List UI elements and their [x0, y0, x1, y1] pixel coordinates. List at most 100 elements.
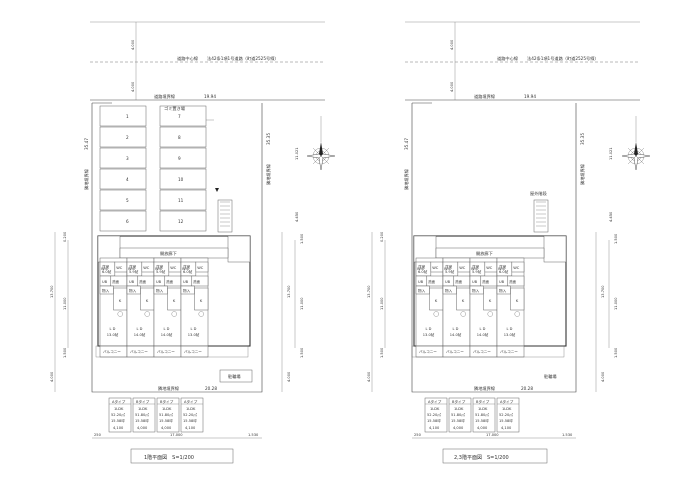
adj-right-label: 隣地境界線 — [579, 163, 586, 185]
balcony-label: バルコニー — [500, 350, 518, 354]
wc-label: WC — [432, 266, 439, 270]
room-size: 5.9帖 — [129, 269, 139, 274]
type-label: Aタイプ — [500, 399, 514, 404]
tsubo-label: 15.58坪 — [427, 418, 441, 423]
dim-road-top: 4.000 — [131, 39, 135, 50]
dim-left-d: 4.000 — [50, 371, 54, 382]
bike-label: 駐輪場 — [544, 373, 557, 380]
dim-north: 11.021 — [609, 147, 613, 160]
room-label: 洋室 — [183, 264, 191, 269]
adj-left-label: 隣地境界線 — [403, 168, 410, 190]
tsubo-label: 15.58坪 — [183, 418, 197, 423]
dim-north: 11.021 — [295, 147, 299, 160]
wic-label: WIC — [444, 267, 452, 271]
dim-left-b: 11.000 — [380, 297, 384, 310]
dim-right-b: 11.000 — [300, 297, 304, 310]
parking-stall: 11 — [159, 189, 207, 211]
dim-left-c: 1.500 — [380, 347, 384, 358]
type-label: Aタイプ — [184, 399, 198, 404]
parking-stall: 4 — [99, 168, 147, 190]
parking-stall: 1 — [99, 105, 147, 127]
area-label: 51.80㎡ — [451, 412, 465, 417]
road-area: 4.000 4.000 道路中心線 法42条1項1号道路（町道2525号線） 道… — [405, 21, 640, 101]
parking-number: 12 — [178, 219, 184, 224]
adj-right-label: 隣地境界線 — [265, 163, 272, 185]
ldk-label: L D — [425, 327, 431, 331]
ub-label: UB — [472, 280, 478, 284]
unit-table: Aタイプ1LDK52.20㎡15.58坪4,100Bタイプ1LDK51.80㎡1… — [424, 397, 520, 433]
parking-number: 7 — [178, 114, 181, 119]
parking-stall: 6 — [99, 210, 147, 232]
wc-label: WC — [197, 266, 204, 270]
parking-stall: 3 — [99, 147, 147, 169]
plan-label: 1LDK — [430, 407, 440, 411]
parking-number: 2 — [126, 135, 129, 140]
room-label: 洋室 — [418, 264, 426, 269]
balcony-label: バルコニー — [157, 350, 175, 354]
plan-label: 1LDK — [138, 407, 148, 411]
room-label: 洋室 — [472, 264, 480, 269]
parking-stall: 2 — [99, 126, 147, 148]
kitchen-label: K — [119, 299, 122, 303]
dim-road-bottom: 4.000 — [131, 81, 135, 92]
kitchen-label: K — [516, 299, 519, 303]
dim-bottom: 17.000 — [170, 433, 183, 437]
road-center-label: 道路中心線 — [497, 55, 519, 62]
room-size: 6.0帖 — [102, 269, 112, 274]
store-label: 物入 — [129, 288, 137, 293]
parking-number: 9 — [178, 156, 181, 161]
room-size: 6.0帖 — [183, 269, 193, 274]
wc-label: WC — [170, 266, 177, 270]
balcony-label: バルコニー — [103, 350, 121, 354]
adj-left-label: 隣地境界線 — [83, 168, 90, 190]
wash-label: 洗面 — [166, 279, 174, 284]
ldk-label: L D — [452, 327, 458, 331]
area-label: 52.20㎡ — [111, 412, 125, 417]
ldk-label: L D — [109, 327, 115, 331]
store-label: 物入 — [499, 288, 507, 293]
store-label: 物入 — [156, 288, 164, 293]
road-area: 4.000 4.000 道路中心線 法42条1項1号道路（町道2525号線） 道… — [90, 21, 325, 101]
store-label: 物入 — [418, 288, 426, 293]
parking-number: 6 — [126, 219, 129, 224]
compass — [621, 116, 651, 171]
tsubo-label: 15.58坪 — [451, 418, 465, 423]
dim-right-a: 13.700 — [601, 285, 605, 298]
room-label: 洋室 — [102, 264, 110, 269]
rent-label: 4,100 — [185, 426, 196, 430]
unit-table: Aタイプ1LDK52.20㎡15.58坪4,100Bタイプ1LDK51.80㎡1… — [108, 397, 204, 433]
ub-label: UB — [183, 280, 189, 284]
dim-side-right: 4.450 — [609, 211, 613, 222]
wash-label: 洗面 — [112, 279, 120, 284]
parking-number: 11 — [178, 198, 184, 203]
tsubo-label: 15.58坪 — [475, 418, 489, 423]
plan-title: 1階平面図 S=1/200 — [130, 448, 234, 464]
wash-label: 洗面 — [139, 279, 147, 284]
ub-label: UB — [499, 280, 505, 284]
plan-label: 1LDK — [114, 407, 124, 411]
bottom-len-label: 20.28 — [205, 386, 217, 391]
parking-number: 5 — [126, 198, 129, 203]
area-label: 51.80㎡ — [135, 412, 149, 417]
garbage-label: ゴミ置き場 — [164, 105, 186, 112]
parking-number: 8 — [178, 135, 181, 140]
wic-label: WIC — [101, 267, 109, 271]
ldk-size: 14.0帖 — [450, 332, 462, 337]
compass — [306, 116, 336, 171]
road-width-label: 19.94 — [204, 94, 216, 99]
store-label: 物入 — [102, 288, 110, 293]
balcony-label: バルコニー — [130, 350, 148, 354]
type-label: Bタイプ — [160, 399, 174, 404]
room-size: 5.9帖 — [472, 269, 482, 274]
wc-label: WC — [486, 266, 493, 270]
dim-left-a: 13.700 — [50, 285, 54, 298]
ldk-size: 13.0帖 — [423, 332, 435, 337]
